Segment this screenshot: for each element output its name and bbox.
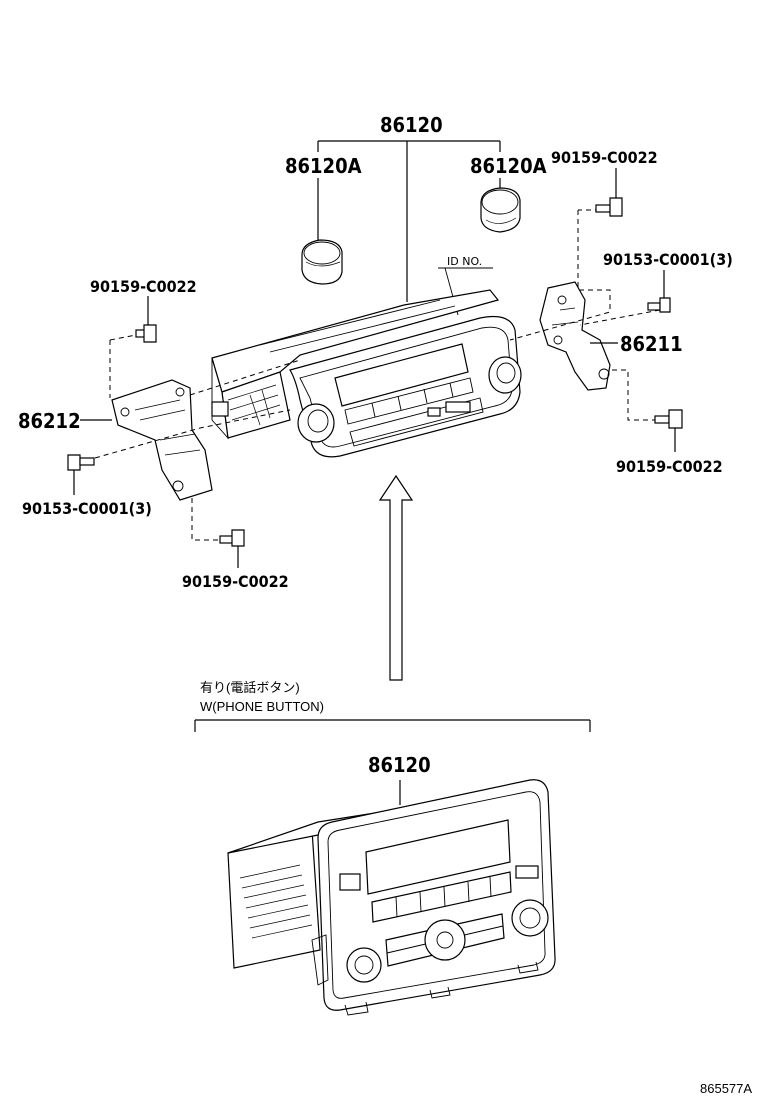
label-86120-top: 86120 bbox=[380, 113, 443, 137]
label-86120A-right: 86120A bbox=[470, 154, 547, 178]
dash-right-low bbox=[612, 369, 660, 421]
bracket-86211: 86211 bbox=[539, 281, 683, 391]
dash-left-mid bbox=[94, 409, 291, 459]
dash-left-top bbox=[109, 334, 137, 341]
label-screw-left-top: 90159-C0022 bbox=[90, 277, 197, 296]
label-variant-en: W(PHONE BUTTON) bbox=[200, 699, 324, 714]
knob-left bbox=[301, 239, 343, 285]
dash-right-mid bbox=[579, 309, 661, 326]
figure-code: 865577A bbox=[700, 1081, 752, 1096]
label-screw-right-low: 90159-C0022 bbox=[616, 457, 723, 476]
bracket-86212: 86212 bbox=[18, 379, 213, 501]
label-86212: 86212 bbox=[18, 409, 81, 433]
screw-right-low: 90159-C0022 bbox=[616, 409, 723, 476]
label-screw-top-right: 90159-C0022 bbox=[551, 148, 658, 167]
label-86211: 86211 bbox=[620, 332, 683, 356]
screw-right-mid: 90153-C0001(3) bbox=[603, 250, 733, 313]
label-86120A-left: 86120A bbox=[285, 154, 362, 178]
variant-callout: 有り(電話ボタン) W(PHONE BUTTON) bbox=[194, 680, 591, 732]
screw-left-low: 90159-C0022 bbox=[182, 529, 289, 591]
screw-top-right: 90159-C0022 bbox=[551, 148, 658, 217]
label-screw-left-mid: 90153-C0001(3) bbox=[22, 499, 152, 518]
label-86120-bottom: 86120 bbox=[368, 753, 431, 777]
screw-left-top: 90159-C0022 bbox=[90, 277, 197, 343]
knob-right bbox=[480, 187, 521, 233]
label-variant-jp: 有り(電話ボタン) bbox=[200, 680, 300, 695]
label-screw-left-low: 90159-C0022 bbox=[182, 572, 289, 591]
label-screw-right-mid: 90153-C0001(3) bbox=[603, 250, 733, 269]
radio-unit-top bbox=[211, 289, 522, 458]
leader-86120-top: 86120 bbox=[317, 113, 501, 302]
dash-left-bracket-link bbox=[189, 359, 301, 396]
dash-left-low bbox=[191, 498, 220, 541]
arrow-up bbox=[378, 474, 414, 681]
screw-left-mid: 90153-C0001(3) bbox=[22, 454, 152, 518]
dash-right-upper bbox=[509, 210, 611, 341]
label-id-no: ID NO. bbox=[447, 255, 482, 268]
radio-unit-bottom bbox=[227, 779, 556, 1016]
